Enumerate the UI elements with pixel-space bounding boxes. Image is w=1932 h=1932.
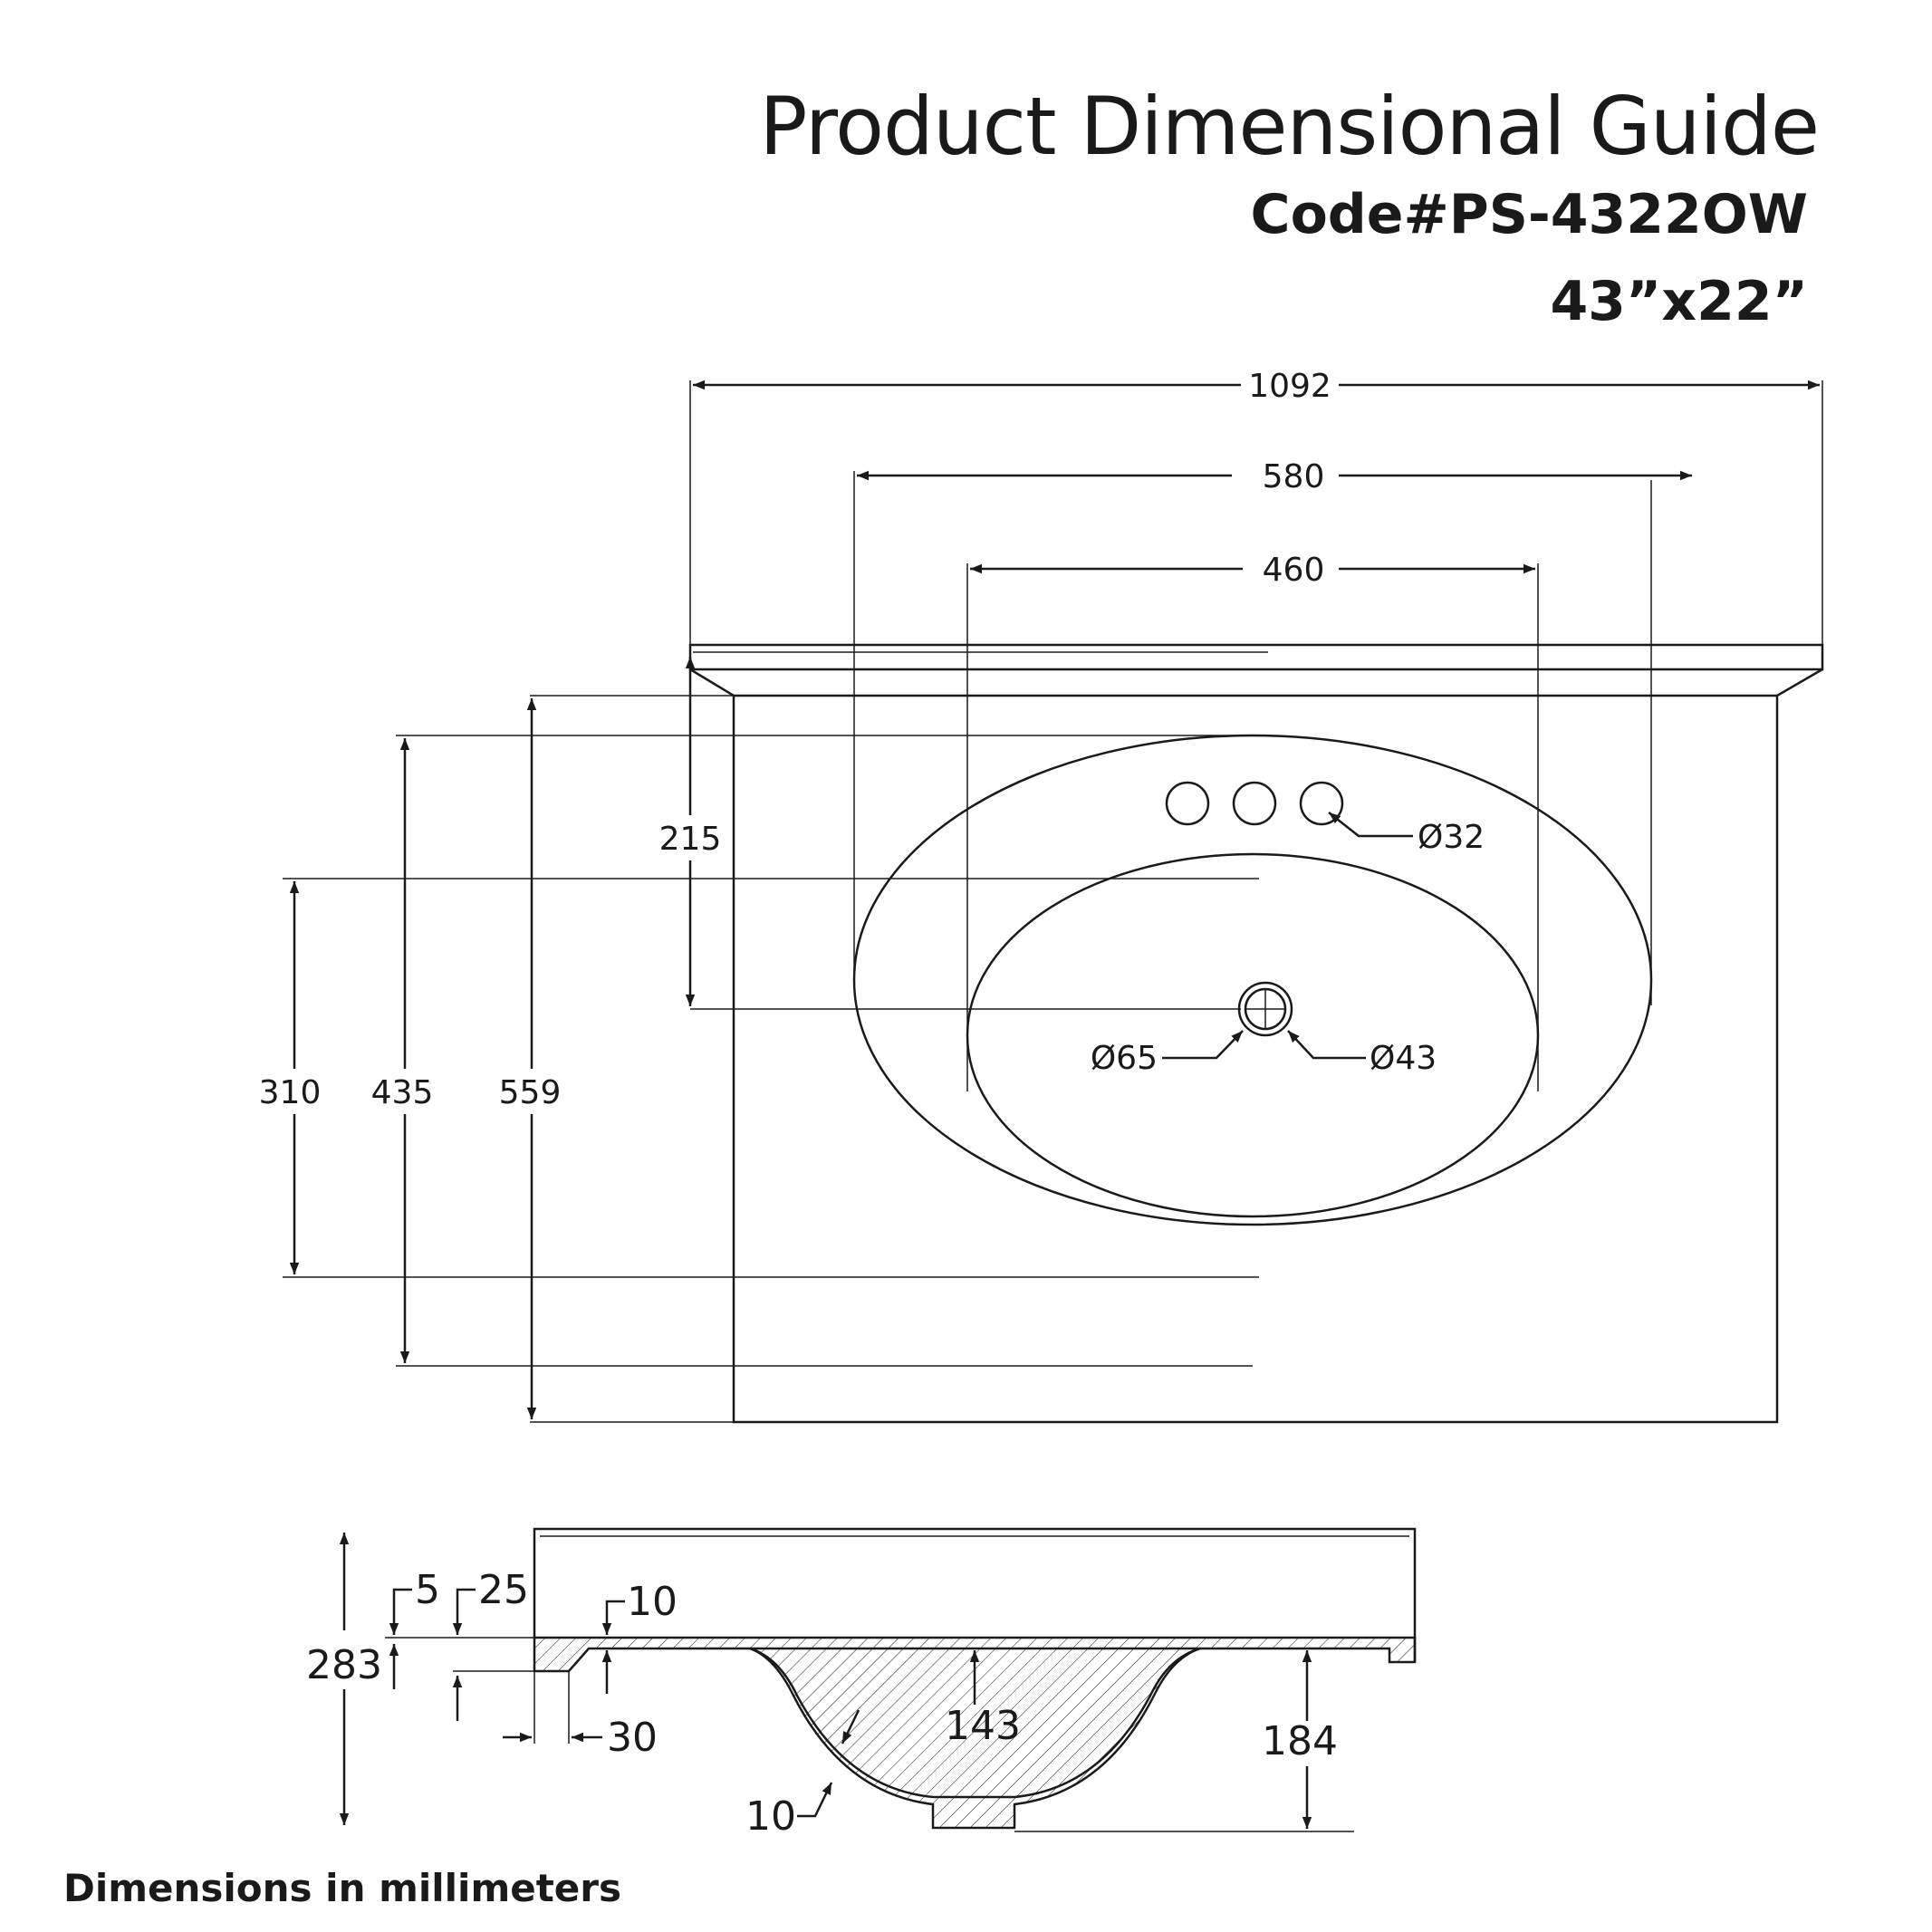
callout-label-o65: Ø65 xyxy=(1091,1040,1158,1077)
dim-label-460: 460 xyxy=(1263,552,1325,589)
dim-label-1092: 1092 xyxy=(1248,368,1331,405)
dim-30: 30 xyxy=(503,1671,658,1761)
dim-143: 143 xyxy=(945,1650,1021,1749)
callout-drain-outer: Ø65 xyxy=(1091,1030,1244,1077)
product-size: 43”x22” xyxy=(1550,270,1808,333)
dim-label-10-deck: 10 xyxy=(627,1579,678,1625)
section-countertop xyxy=(533,1636,1417,1830)
dim-label-559: 559 xyxy=(499,1074,562,1111)
dim-215: 215 xyxy=(659,657,1241,1010)
dim-label-10-bowl: 10 xyxy=(745,1793,796,1840)
faucet-hole-left xyxy=(1165,781,1210,826)
dim-435: 435 xyxy=(371,735,1253,1367)
faucet-hole-center xyxy=(1232,781,1277,826)
dim-label-184: 184 xyxy=(1262,1718,1338,1764)
dim-label-30: 30 xyxy=(607,1715,658,1761)
section-backsplash xyxy=(533,1527,1417,1662)
dim-label-310: 310 xyxy=(259,1074,322,1111)
bowl-outer-rim xyxy=(852,734,1653,1226)
units-note: Dimensions in millimeters xyxy=(63,1866,621,1910)
top-view: 1092 580 460 215 310 xyxy=(259,368,1824,1424)
dim-label-580: 580 xyxy=(1263,458,1325,495)
faucet-hole-right xyxy=(1299,781,1344,826)
dim-283: 283 xyxy=(306,1533,382,1825)
dim-559: 559 xyxy=(499,695,734,1423)
dim-25: 25 xyxy=(452,1567,569,1721)
backsplash-top xyxy=(688,643,1824,671)
dim-label-5: 5 xyxy=(415,1567,440,1613)
callout-drain-inner: Ø43 xyxy=(1287,1030,1437,1077)
dim-5: 5 xyxy=(385,1567,534,1689)
backsplash-bevel xyxy=(689,668,1823,697)
dim-label-25: 25 xyxy=(478,1567,529,1613)
dim-310: 310 xyxy=(259,878,1259,1278)
callout-label-o32: Ø32 xyxy=(1418,819,1485,856)
dim-1092: 1092 xyxy=(689,368,1823,645)
dim-10-bowl: 10 xyxy=(745,1709,860,1840)
callout-faucet-hole: Ø32 xyxy=(1328,812,1485,856)
dim-460: 460 xyxy=(966,552,1539,1091)
dim-184: 184 xyxy=(1014,1650,1354,1832)
dim-10-deck: 10 xyxy=(601,1579,678,1694)
countertop-outline xyxy=(732,696,1779,1424)
section-view: 283 5 25 10 30 xyxy=(306,1527,1417,1840)
dim-label-215: 215 xyxy=(659,821,722,858)
drain xyxy=(1237,981,1293,1037)
bowl-inner xyxy=(966,852,1540,1218)
product-code: Code#PS-4322OW xyxy=(1250,183,1808,246)
dim-label-283: 283 xyxy=(306,1642,382,1688)
dim-580: 580 xyxy=(853,458,1692,1005)
dim-label-143: 143 xyxy=(945,1703,1021,1749)
callout-label-o43: Ø43 xyxy=(1370,1040,1437,1077)
dim-label-435: 435 xyxy=(371,1074,434,1111)
page-title: Product Dimensional Guide xyxy=(759,80,1820,173)
